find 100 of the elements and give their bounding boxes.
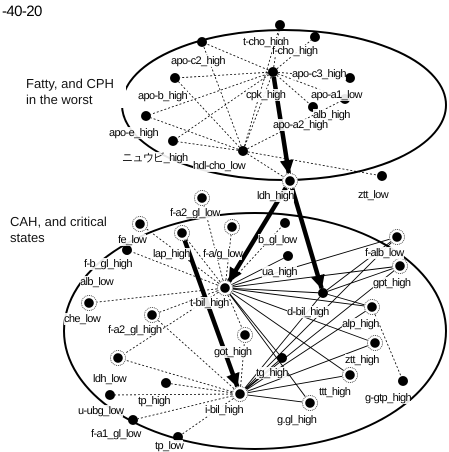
- node-dot: [377, 171, 387, 181]
- node-dot: [217, 280, 233, 296]
- node-label: ldh_low: [93, 373, 126, 385]
- connector-line: [176, 74, 270, 139]
- node-dot: [318, 288, 328, 298]
- node-label: hdl-cho_low: [193, 160, 246, 172]
- connector-line: [244, 76, 272, 147]
- node-label: f-a2_gl_high: [108, 324, 162, 336]
- cluster-heading: Fatty, and CPH in the worst: [26, 76, 126, 108]
- connector-line: [137, 396, 233, 420]
- node-label: apo-c2_high: [171, 55, 225, 67]
- node-label: ua_high: [262, 266, 297, 278]
- connector-line: [186, 238, 220, 282]
- node-dot: [194, 190, 210, 206]
- arrow: [290, 188, 325, 290]
- node-dot: [105, 390, 115, 400]
- node-label: g-gtp_high: [365, 392, 411, 404]
- connector-line: [374, 314, 402, 377]
- node-label: i-bil_high: [205, 404, 244, 416]
- node-label: f-a2_gl_low: [170, 207, 220, 219]
- node-label: che_low: [64, 313, 100, 325]
- node-dot: [282, 173, 298, 189]
- node-label: cpk_high: [246, 89, 286, 101]
- node-label: g.gl_high: [277, 414, 316, 426]
- node-dot: [238, 146, 248, 156]
- connector-line: [247, 394, 303, 402]
- node-dot: [128, 415, 138, 425]
- node-dot: [232, 386, 248, 402]
- arrow: [227, 186, 288, 282]
- connector-line: [231, 292, 344, 371]
- connector-line: [96, 288, 218, 303]
- node-label: t-bil_high: [190, 297, 229, 309]
- node-label: alp_high: [342, 318, 379, 330]
- connector-line: [228, 294, 242, 328]
- connector-line: [247, 345, 368, 392]
- node-label: got_high: [214, 346, 252, 358]
- connector-line: [246, 153, 284, 178]
- connector-line: [158, 320, 234, 390]
- connector-line: [232, 258, 284, 285]
- connector-line: [232, 266, 392, 288]
- connector-line: [114, 394, 232, 396]
- node-dot: [310, 32, 320, 42]
- node-dot: [122, 245, 132, 255]
- connector-line: [327, 294, 365, 306]
- node-label: apo-a2_high: [273, 119, 328, 132]
- node-dot: [280, 218, 290, 228]
- connector-line: [248, 151, 378, 176]
- node-dot: [398, 376, 408, 386]
- connector-line: [180, 72, 268, 78]
- node-dot: [170, 73, 180, 83]
- node-dot: [283, 251, 293, 261]
- node-dot: [277, 353, 287, 363]
- connector-line: [150, 117, 239, 150]
- node-dot: [342, 367, 358, 383]
- node-label: d-bil_high: [287, 306, 329, 318]
- node-dot: [132, 216, 148, 232]
- node-dot: [392, 258, 408, 274]
- connector-line: [327, 268, 393, 292]
- node-dot: [168, 136, 178, 146]
- node-dot: [174, 225, 190, 241]
- node-label: tp_high: [138, 395, 170, 407]
- node-label: f-a1_gl_low: [91, 428, 141, 440]
- node-dot: [275, 20, 285, 30]
- node-label: f-a/g_low: [203, 248, 242, 260]
- node-label: b_gl_low: [258, 234, 297, 246]
- node-label: alb_high: [313, 109, 350, 121]
- node-label: ztt_low: [358, 189, 388, 201]
- connector-line: [206, 44, 269, 70]
- node-dot: [81, 295, 97, 311]
- connector-line: [230, 226, 282, 283]
- node-dot: [224, 219, 240, 235]
- connector-line: [232, 288, 365, 306]
- node-label: apo-c3_high: [292, 68, 346, 80]
- connector-line: [170, 383, 232, 394]
- node-dot: [110, 350, 126, 366]
- node-dot: [345, 73, 355, 83]
- node-label: f-cho_high: [272, 45, 318, 57]
- node-label: ldh_high: [257, 190, 294, 202]
- node-label: ttt_high: [319, 386, 350, 398]
- connector-line: [276, 74, 310, 104]
- node-label: tg_high: [256, 367, 288, 379]
- node-label: ztt_high: [345, 354, 379, 366]
- node-label: f-b_gl_high: [84, 258, 132, 270]
- node-label: alb_low: [80, 276, 114, 288]
- node-dot: [389, 229, 405, 245]
- node-label: tp_low: [155, 440, 184, 452]
- connector-line: [229, 294, 306, 398]
- connector-line: [203, 46, 242, 147]
- node-label: u-ubg_low: [78, 405, 124, 417]
- node-label: lap_high: [153, 248, 190, 260]
- connector-line: [232, 288, 318, 294]
- arrow: [182, 240, 240, 388]
- node-label: fe_low: [118, 234, 146, 246]
- node-label: apo-b_high: [138, 90, 188, 102]
- connector-line: [159, 290, 218, 313]
- node-dot: [197, 37, 207, 47]
- node-dot: [302, 395, 318, 411]
- node-label: apo-e_high: [109, 127, 158, 139]
- node-dot: [364, 299, 380, 315]
- node-dot: [144, 307, 160, 323]
